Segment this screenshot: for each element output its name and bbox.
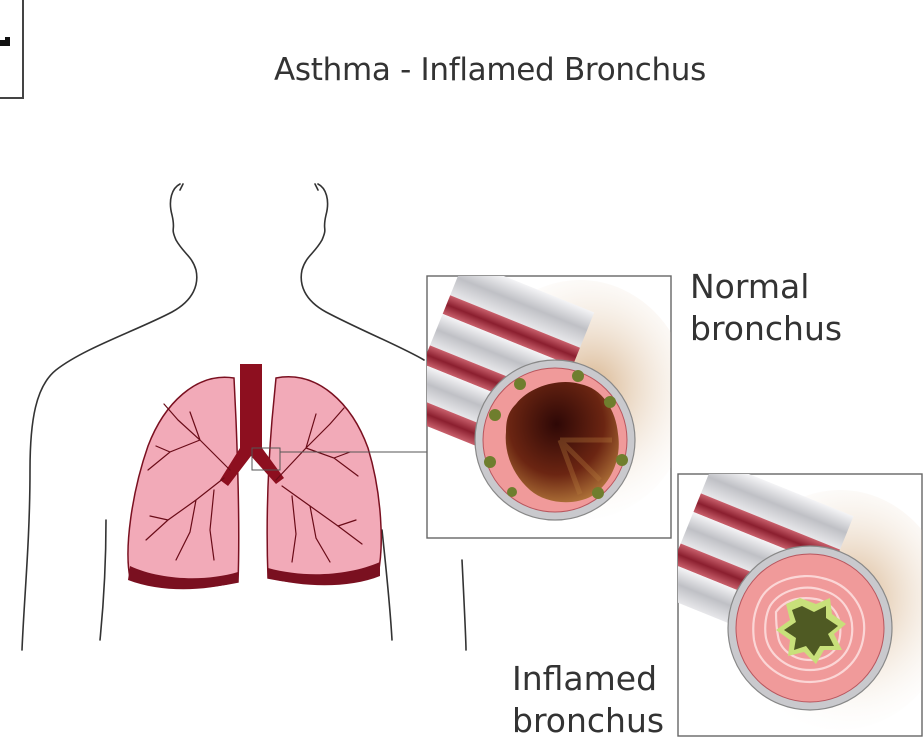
lungs xyxy=(128,364,427,589)
inflamed-bronchus-panel xyxy=(660,460,923,736)
right-arm-line xyxy=(382,530,392,640)
normal-bronchus-label: Normal bronchus xyxy=(690,266,842,350)
normal-bronchus-panel xyxy=(401,260,690,538)
body-right-contour xyxy=(301,184,424,360)
left-lung xyxy=(128,377,239,587)
inflamed-bronchus-label: Inflamed bronchus xyxy=(512,658,664,742)
left-arm-line xyxy=(100,520,106,640)
